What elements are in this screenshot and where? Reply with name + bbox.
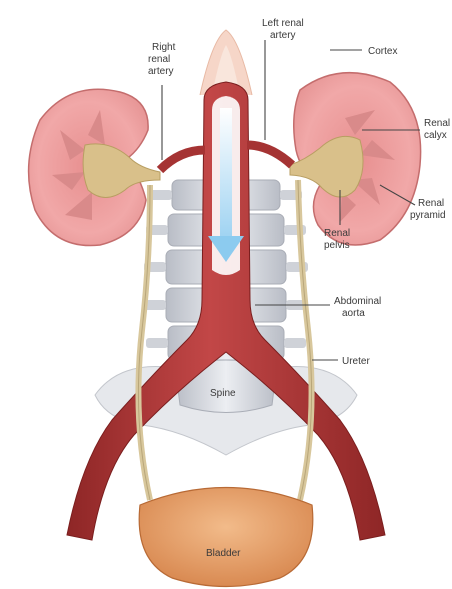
label-renal-pelvis-1: Renal [324, 228, 350, 239]
label-renal-calyx-2: calyx [424, 130, 447, 141]
label-renal-pyramid-2: pyramid [410, 210, 446, 221]
label-bladder: Bladder [206, 548, 241, 559]
label-renal-pelvis-2: pelvis [324, 240, 350, 251]
label-cortex: Cortex [368, 46, 397, 57]
label-renal-pyramid-1: Renal [418, 198, 444, 209]
label-right-renal-artery-1: Right [152, 42, 176, 53]
bladder [139, 488, 313, 587]
right-kidney [29, 89, 160, 245]
label-renal-calyx-1: Renal [424, 118, 450, 129]
label-right-renal-artery-3: artery [148, 66, 174, 77]
label-left-renal-artery-1: Left renal [262, 18, 304, 29]
label-abdominal-aorta-2: aorta [342, 308, 365, 319]
label-spine: Spine [210, 388, 236, 399]
label-left-renal-artery-2: artery [270, 30, 296, 41]
left-kidney [290, 73, 421, 245]
label-abdominal-aorta-1: Abdominal [334, 296, 381, 307]
label-right-renal-artery-2: renal [148, 54, 170, 65]
label-ureter: Ureter [342, 356, 370, 367]
